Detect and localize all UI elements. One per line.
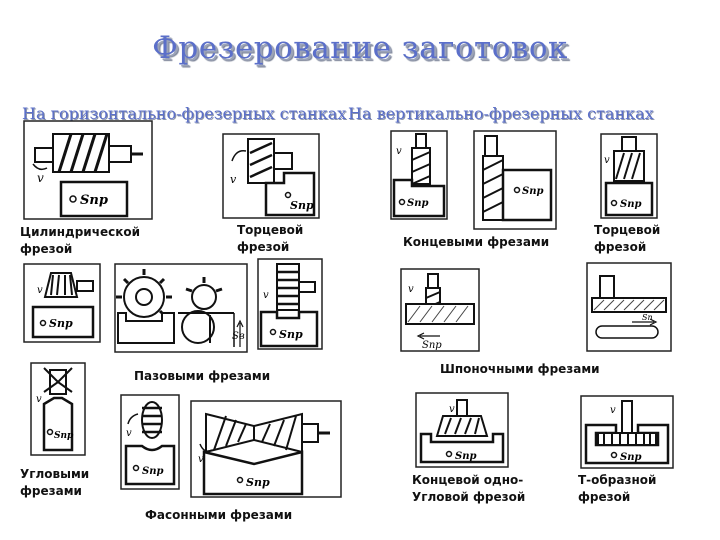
s-np-label: Sпр — [142, 466, 163, 477]
section-vertical: На вертикально-фрезерных станках — [348, 104, 654, 123]
section-horizontal: На горизонтально-фрезерных станках — [22, 104, 347, 123]
caption-face-vertical: Торцевой фрезой — [594, 223, 661, 254]
v-label: v — [396, 146, 402, 157]
caption-cylindrical: Цилиндрической фрезой — [20, 225, 141, 256]
s-np-label: Sпр — [279, 328, 303, 341]
s-np-label: Sпр — [422, 340, 442, 351]
v-label: v — [37, 285, 43, 296]
v-label: v — [126, 428, 132, 439]
s-n-label: Sп — [642, 313, 653, 322]
diagram-slot-milling-2: Sв — [114, 263, 248, 353]
diagram-face-milling-vertical: v Sпр — [600, 133, 658, 219]
v-label: v — [610, 405, 616, 416]
s-np-label: Sпр — [49, 317, 73, 330]
v-label: v — [37, 171, 44, 185]
s-np-label: Sпр — [80, 193, 108, 208]
page-title: Фрезерование заготовок — [152, 30, 568, 66]
diagram-keyway-milling-2: Sп — [586, 262, 672, 352]
diagram-single-angle-milling: v Sпр — [415, 392, 509, 468]
caption-single-angle: Концевой одно- Угловой фрезой — [412, 473, 526, 504]
s-np-label: Sпр — [246, 476, 270, 489]
s-np-label: Sпр — [407, 198, 428, 209]
s-np-label: Sпр — [54, 431, 74, 441]
v-label: v — [263, 290, 269, 301]
s-b-label: Sв — [232, 331, 245, 342]
diagram-form-milling-2: v Sпр — [190, 400, 342, 498]
diagram-t-slot-milling: v Sпр — [580, 395, 674, 469]
diagram-keyway-milling-1: v Sпр — [400, 268, 480, 352]
caption-form: Фасонными фрезами — [145, 508, 293, 522]
v-label: v — [36, 394, 42, 405]
v-label: v — [604, 155, 610, 166]
s-np-label: Sпр — [620, 199, 641, 210]
diagram-angle-milling: v Sпр — [30, 362, 86, 456]
caption-angle: Угловыми фрезами — [20, 467, 90, 498]
caption-t-slot: Т-образной фрезой — [578, 473, 657, 504]
s-np-label: Sпр — [522, 186, 543, 197]
caption-slot: Пазовыми фрезами — [134, 369, 271, 383]
caption-keyway: Шпоночными фрезами — [440, 362, 600, 376]
v-label: v — [449, 404, 455, 415]
diagram-end-milling-2: Sпр — [473, 130, 557, 230]
s-np-label: Sпр — [620, 452, 641, 463]
diagram-face-milling-horizontal: v Sпр — [222, 133, 320, 219]
v-label: v — [408, 284, 414, 295]
diagram-end-milling-1: v Sпр — [390, 130, 448, 220]
caption-face-horizontal: Торцевой фрезой — [237, 223, 304, 254]
diagram-cylindrical-milling: v Sпр — [23, 120, 153, 220]
diagram-form-milling-1: v Sпр — [120, 394, 180, 490]
caption-end-mills: Концевыми фрезами — [403, 235, 550, 249]
s-np-label: Sпр — [455, 451, 476, 462]
v-label: v — [198, 454, 204, 465]
diagram-slot-milling-3: v Sпр — [257, 258, 323, 350]
s-np-label: Sпр — [290, 199, 314, 212]
v-label: v — [230, 173, 237, 186]
diagram-slot-milling-1: v Sпр — [23, 263, 101, 343]
